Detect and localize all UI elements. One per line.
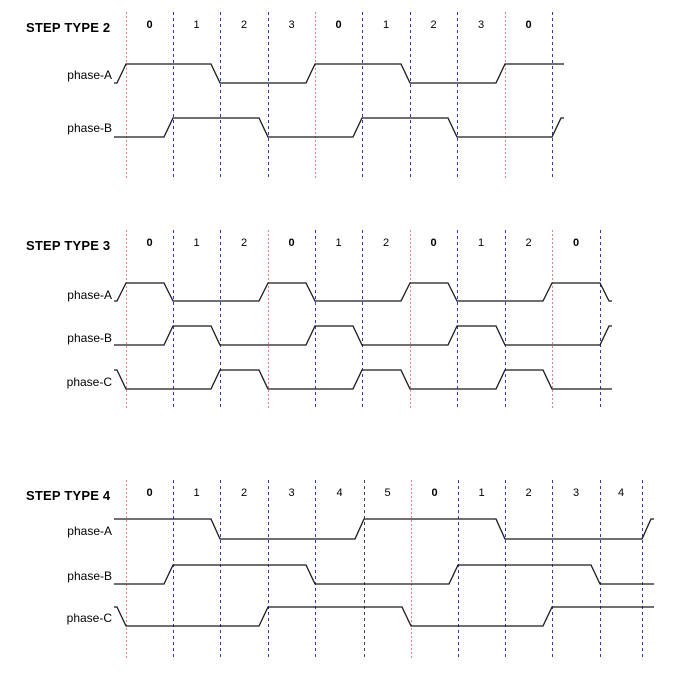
section-title-3: STEP TYPE 4 [26,488,111,503]
step-number: 3 [572,487,580,499]
section-title-2: STEP TYPE 3 [26,238,111,253]
waveform-phase-C-section-2 [114,369,612,390]
step-number: 0 [146,19,153,31]
phase-label-phase-C: phase-C [66,375,112,389]
phase-label-phase-A: phase-A [67,524,112,538]
step-number: 1 [193,487,200,499]
step-number: 1 [382,19,390,31]
step-number: 0 [525,19,532,31]
step-number: 1 [335,237,342,249]
waveform-phase-A-section-2 [114,282,612,302]
waveform-phase-A-section-1 [114,63,564,84]
step-number: 1 [477,237,485,249]
phase-label-phase-B: phase-B [67,569,112,583]
waveform-phase-B-section-1 [114,117,564,138]
phase-label-phase-A: phase-A [67,288,112,302]
step-number: 2 [382,237,390,249]
step-number: 2 [240,19,248,31]
waveform-phase-C-section-3 [114,606,654,627]
step-number: 3 [477,19,485,31]
step-number: 0 [431,487,438,499]
step-number: 4 [617,487,625,499]
step-number: 5 [384,487,391,499]
step-number: 2 [525,237,532,249]
phase-label-phase-A: phase-A [67,68,112,82]
step-number: 0 [430,237,437,249]
phase-label-phase-C: phase-C [66,611,112,625]
phase-label-phase-B: phase-B [67,121,112,135]
step-number: 1 [193,19,200,31]
step-number: 0 [146,237,153,249]
waveform-phase-B-section-3 [114,564,654,585]
step-number: 3 [288,487,295,499]
step-number: 2 [430,19,437,31]
waveform-phase-A-section-3 [114,518,654,540]
section-title-1: STEP TYPE 2 [26,20,111,35]
step-number: 2 [240,237,248,249]
step-number: 0 [146,487,153,499]
step-number: 2 [240,487,248,499]
step-number: 2 [525,487,532,499]
step-number: 1 [193,237,200,249]
step-number: 0 [288,237,295,249]
step-number: 0 [335,19,342,31]
phase-label-phase-B: phase-B [67,331,112,345]
step-number: 1 [478,487,485,499]
step-number: 4 [336,487,343,499]
step-number: 3 [288,19,295,31]
step-number: 0 [572,237,580,249]
waveform-phase-B-section-2 [114,325,612,346]
